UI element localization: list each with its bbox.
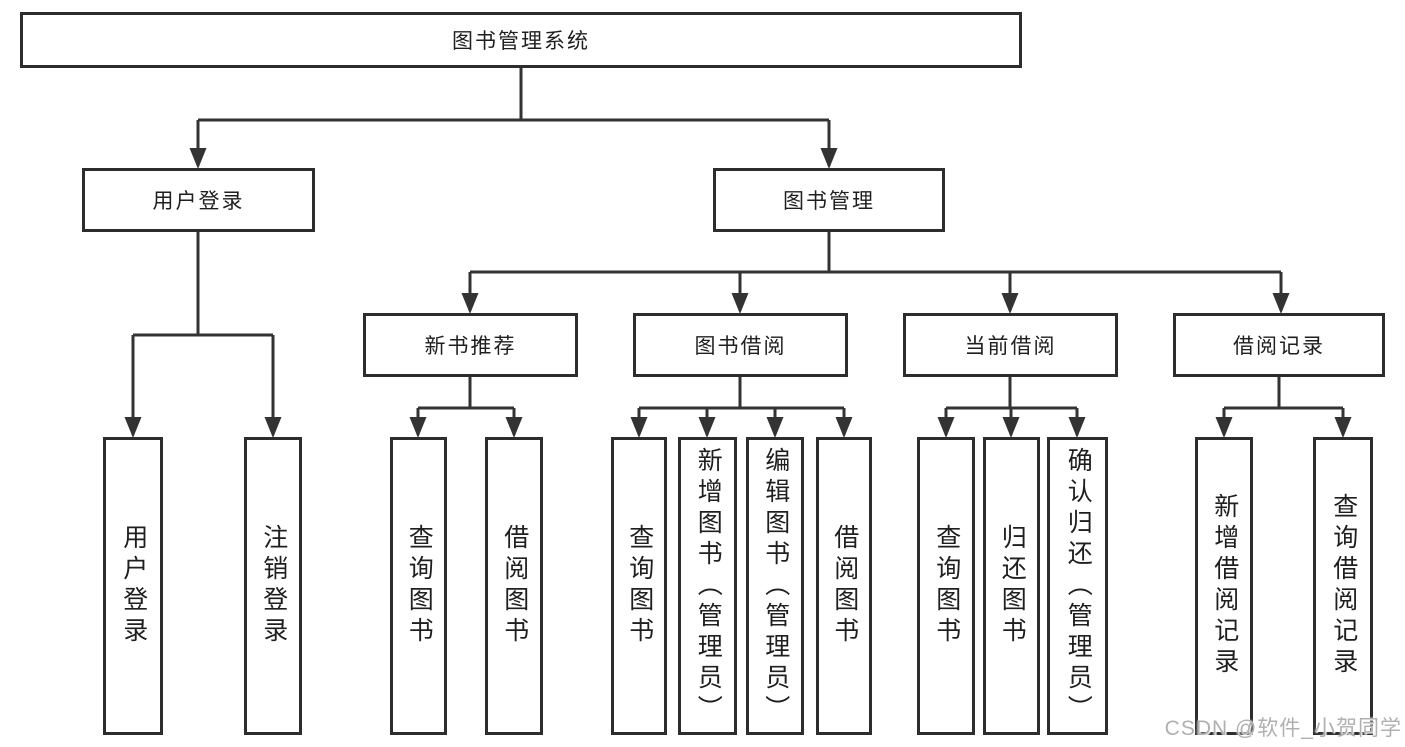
csdn-watermark: CSDN @软件_小贺同学: [1164, 717, 1402, 740]
node-borrow-records-label: 借阅记录: [1233, 335, 1325, 358]
leaf-return-books: 归还图书: [983, 437, 1040, 735]
leaf-query-borrow-record-label: 查询借阅记录: [1329, 493, 1358, 679]
node-current-borrowing: 当前借阅: [903, 313, 1118, 377]
leaf-user-login: 用户登录: [103, 437, 163, 735]
leaf-confirm-return-admin-label: 确认归还（管理员）: [1064, 446, 1093, 726]
node-user-login: 用户登录: [82, 168, 315, 232]
leaf-logout: 注销登录: [244, 437, 302, 735]
node-book-borrowing: 图书借阅: [633, 313, 848, 377]
node-book-management-label: 图书管理: [783, 190, 875, 213]
leaf-query-books-borrowing: 查询图书: [611, 437, 667, 735]
node-new-book-recommend: 新书推荐: [363, 313, 578, 377]
leaf-query-borrow-record: 查询借阅记录: [1313, 437, 1373, 735]
node-new-book-recommend-label: 新书推荐: [424, 335, 517, 358]
leaf-add-borrow-record: 新增借阅记录: [1195, 437, 1253, 735]
leaf-add-books-admin-label: 新增图书（管理员）: [694, 446, 723, 726]
node-user-login-label: 用户登录: [152, 190, 245, 213]
node-current-borrowing-label: 当前借阅: [964, 335, 1057, 358]
arrowheads: [124, 148, 1352, 438]
leaf-borrow-books-borrowing-label: 借阅图书: [830, 524, 859, 648]
leaf-query-books-recommend-label: 查询图书: [405, 524, 434, 648]
leaf-logout-label: 注销登录: [259, 524, 288, 648]
node-borrow-records: 借阅记录: [1173, 313, 1385, 377]
node-book-borrowing-label: 图书借阅: [694, 335, 787, 358]
leaf-edit-books-admin-label: 编辑图书（管理员）: [761, 446, 790, 726]
leaf-add-books-admin: 新增图书（管理员）: [678, 437, 737, 735]
leaf-query-books-current: 查询图书: [917, 437, 975, 735]
node-book-management: 图书管理: [713, 168, 945, 232]
leaf-query-books-borrowing-label: 查询图书: [625, 524, 654, 648]
node-root: 图书管理系统: [20, 12, 1022, 68]
leaf-user-login-label: 用户登录: [119, 524, 148, 648]
leaf-confirm-return-admin: 确认归还（管理员）: [1047, 437, 1108, 735]
leaf-edit-books-admin: 编辑图书（管理员）: [746, 437, 804, 735]
node-root-label: 图书管理系统: [452, 30, 590, 53]
leaf-borrow-books-recommend-label: 借阅图书: [500, 524, 529, 648]
leaf-borrow-books-recommend: 借阅图书: [485, 437, 543, 735]
leaf-query-books-current-label: 查询图书: [932, 524, 961, 648]
leaf-query-books-recommend: 查询图书: [390, 437, 447, 735]
leaf-add-borrow-record-label: 新增借阅记录: [1210, 493, 1239, 679]
leaf-return-books-label: 归还图书: [998, 524, 1027, 648]
leaf-borrow-books-borrowing: 借阅图书: [816, 437, 872, 735]
